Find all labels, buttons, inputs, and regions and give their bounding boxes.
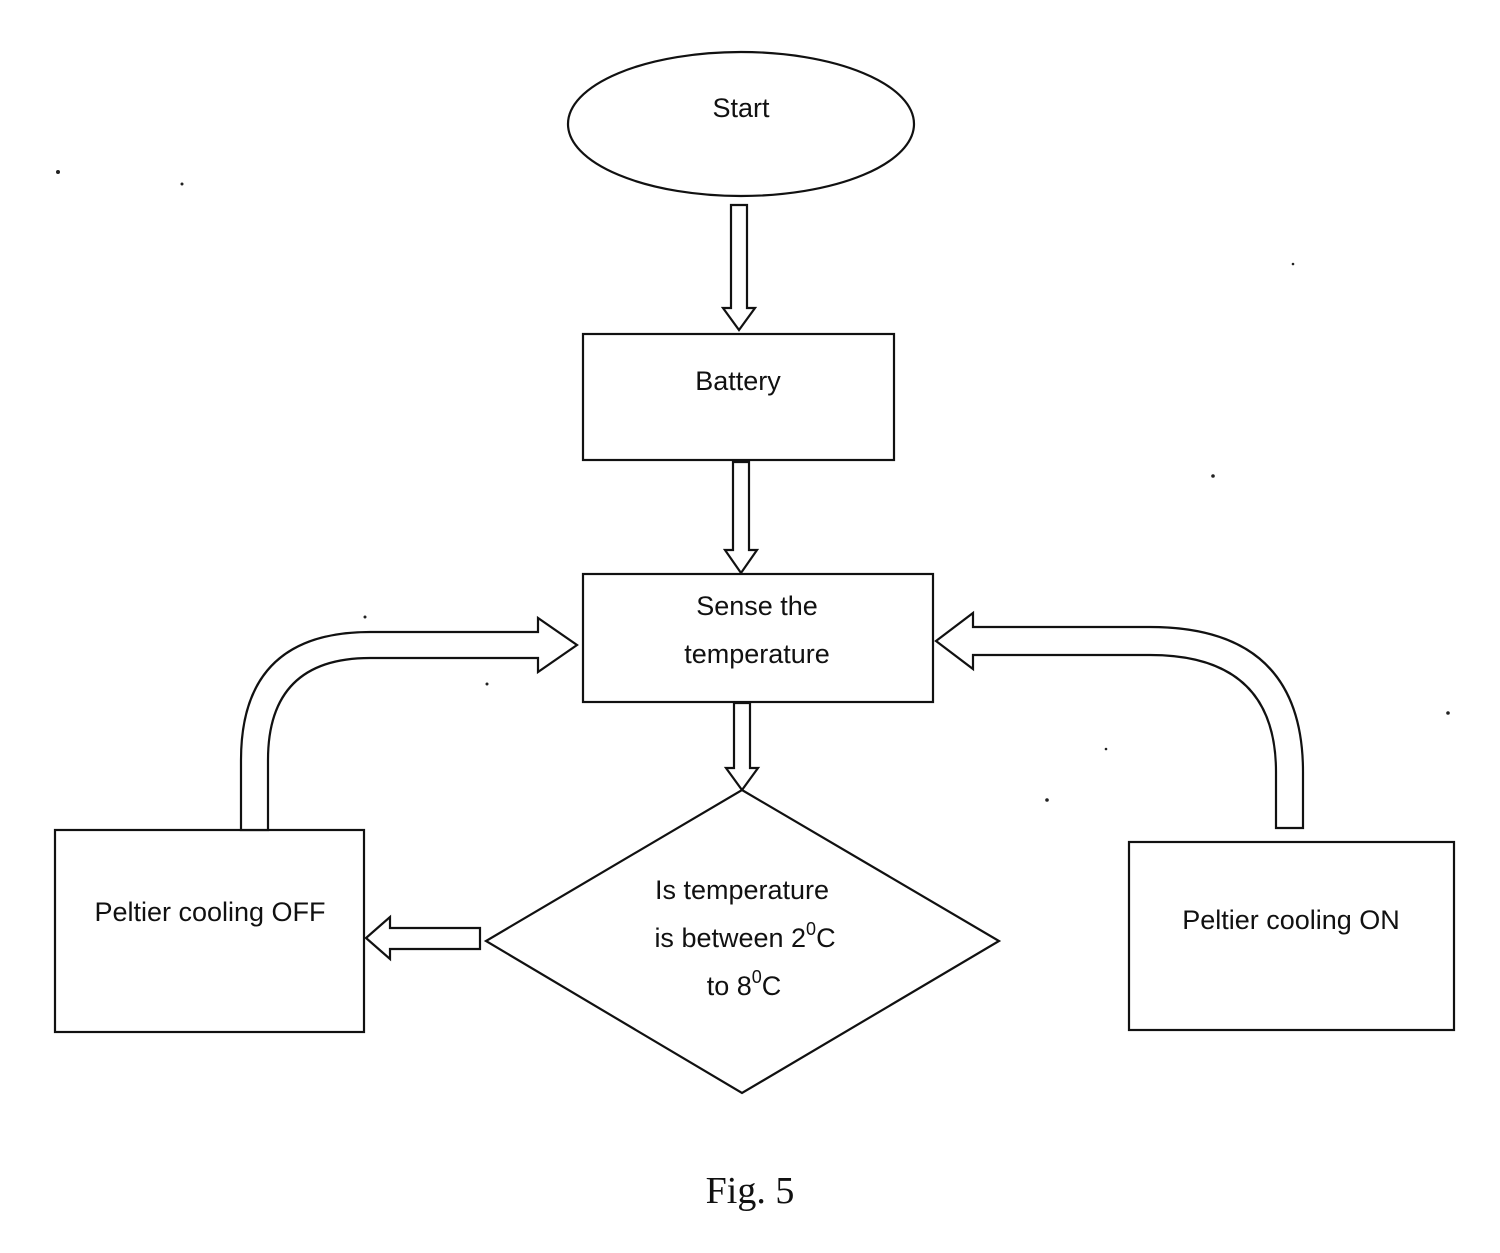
sense-node: Sense the temperature: [581, 572, 935, 704]
start-label: Start: [712, 93, 770, 123]
sense-label-line1: Sense the: [696, 591, 818, 621]
arrow-decision-to-off: [364, 914, 482, 962]
curved-arrow-on-to-sense: [934, 610, 1305, 830]
arrow-start-to-battery: [720, 203, 758, 332]
arrow-sense-to-decision: [723, 701, 761, 792]
peltier-on-label: Peltier cooling ON: [1182, 905, 1400, 935]
decision-label-line2: is between 20C: [654, 919, 835, 953]
figure-caption: Fig. 5: [706, 1170, 795, 1212]
start-node: Start: [566, 50, 916, 198]
battery-label: Battery: [695, 366, 781, 396]
decision-label-line3: to 80C: [707, 967, 782, 1001]
decision-node: Is temperature is between 20C to 80C: [483, 788, 1002, 1095]
sense-label-line2: temperature: [684, 639, 830, 669]
scan-specks: [56, 170, 1450, 802]
curved-arrow-off-to-sense: [239, 615, 579, 832]
decision-label-line1: Is temperature: [655, 875, 829, 905]
peltier-off-label: Peltier cooling OFF: [94, 897, 325, 927]
peltier-on-node: Peltier cooling ON: [1127, 840, 1456, 1032]
arrow-battery-to-sense: [722, 460, 760, 575]
battery-node: Battery: [581, 332, 896, 462]
peltier-off-node: Peltier cooling OFF: [53, 828, 366, 1034]
